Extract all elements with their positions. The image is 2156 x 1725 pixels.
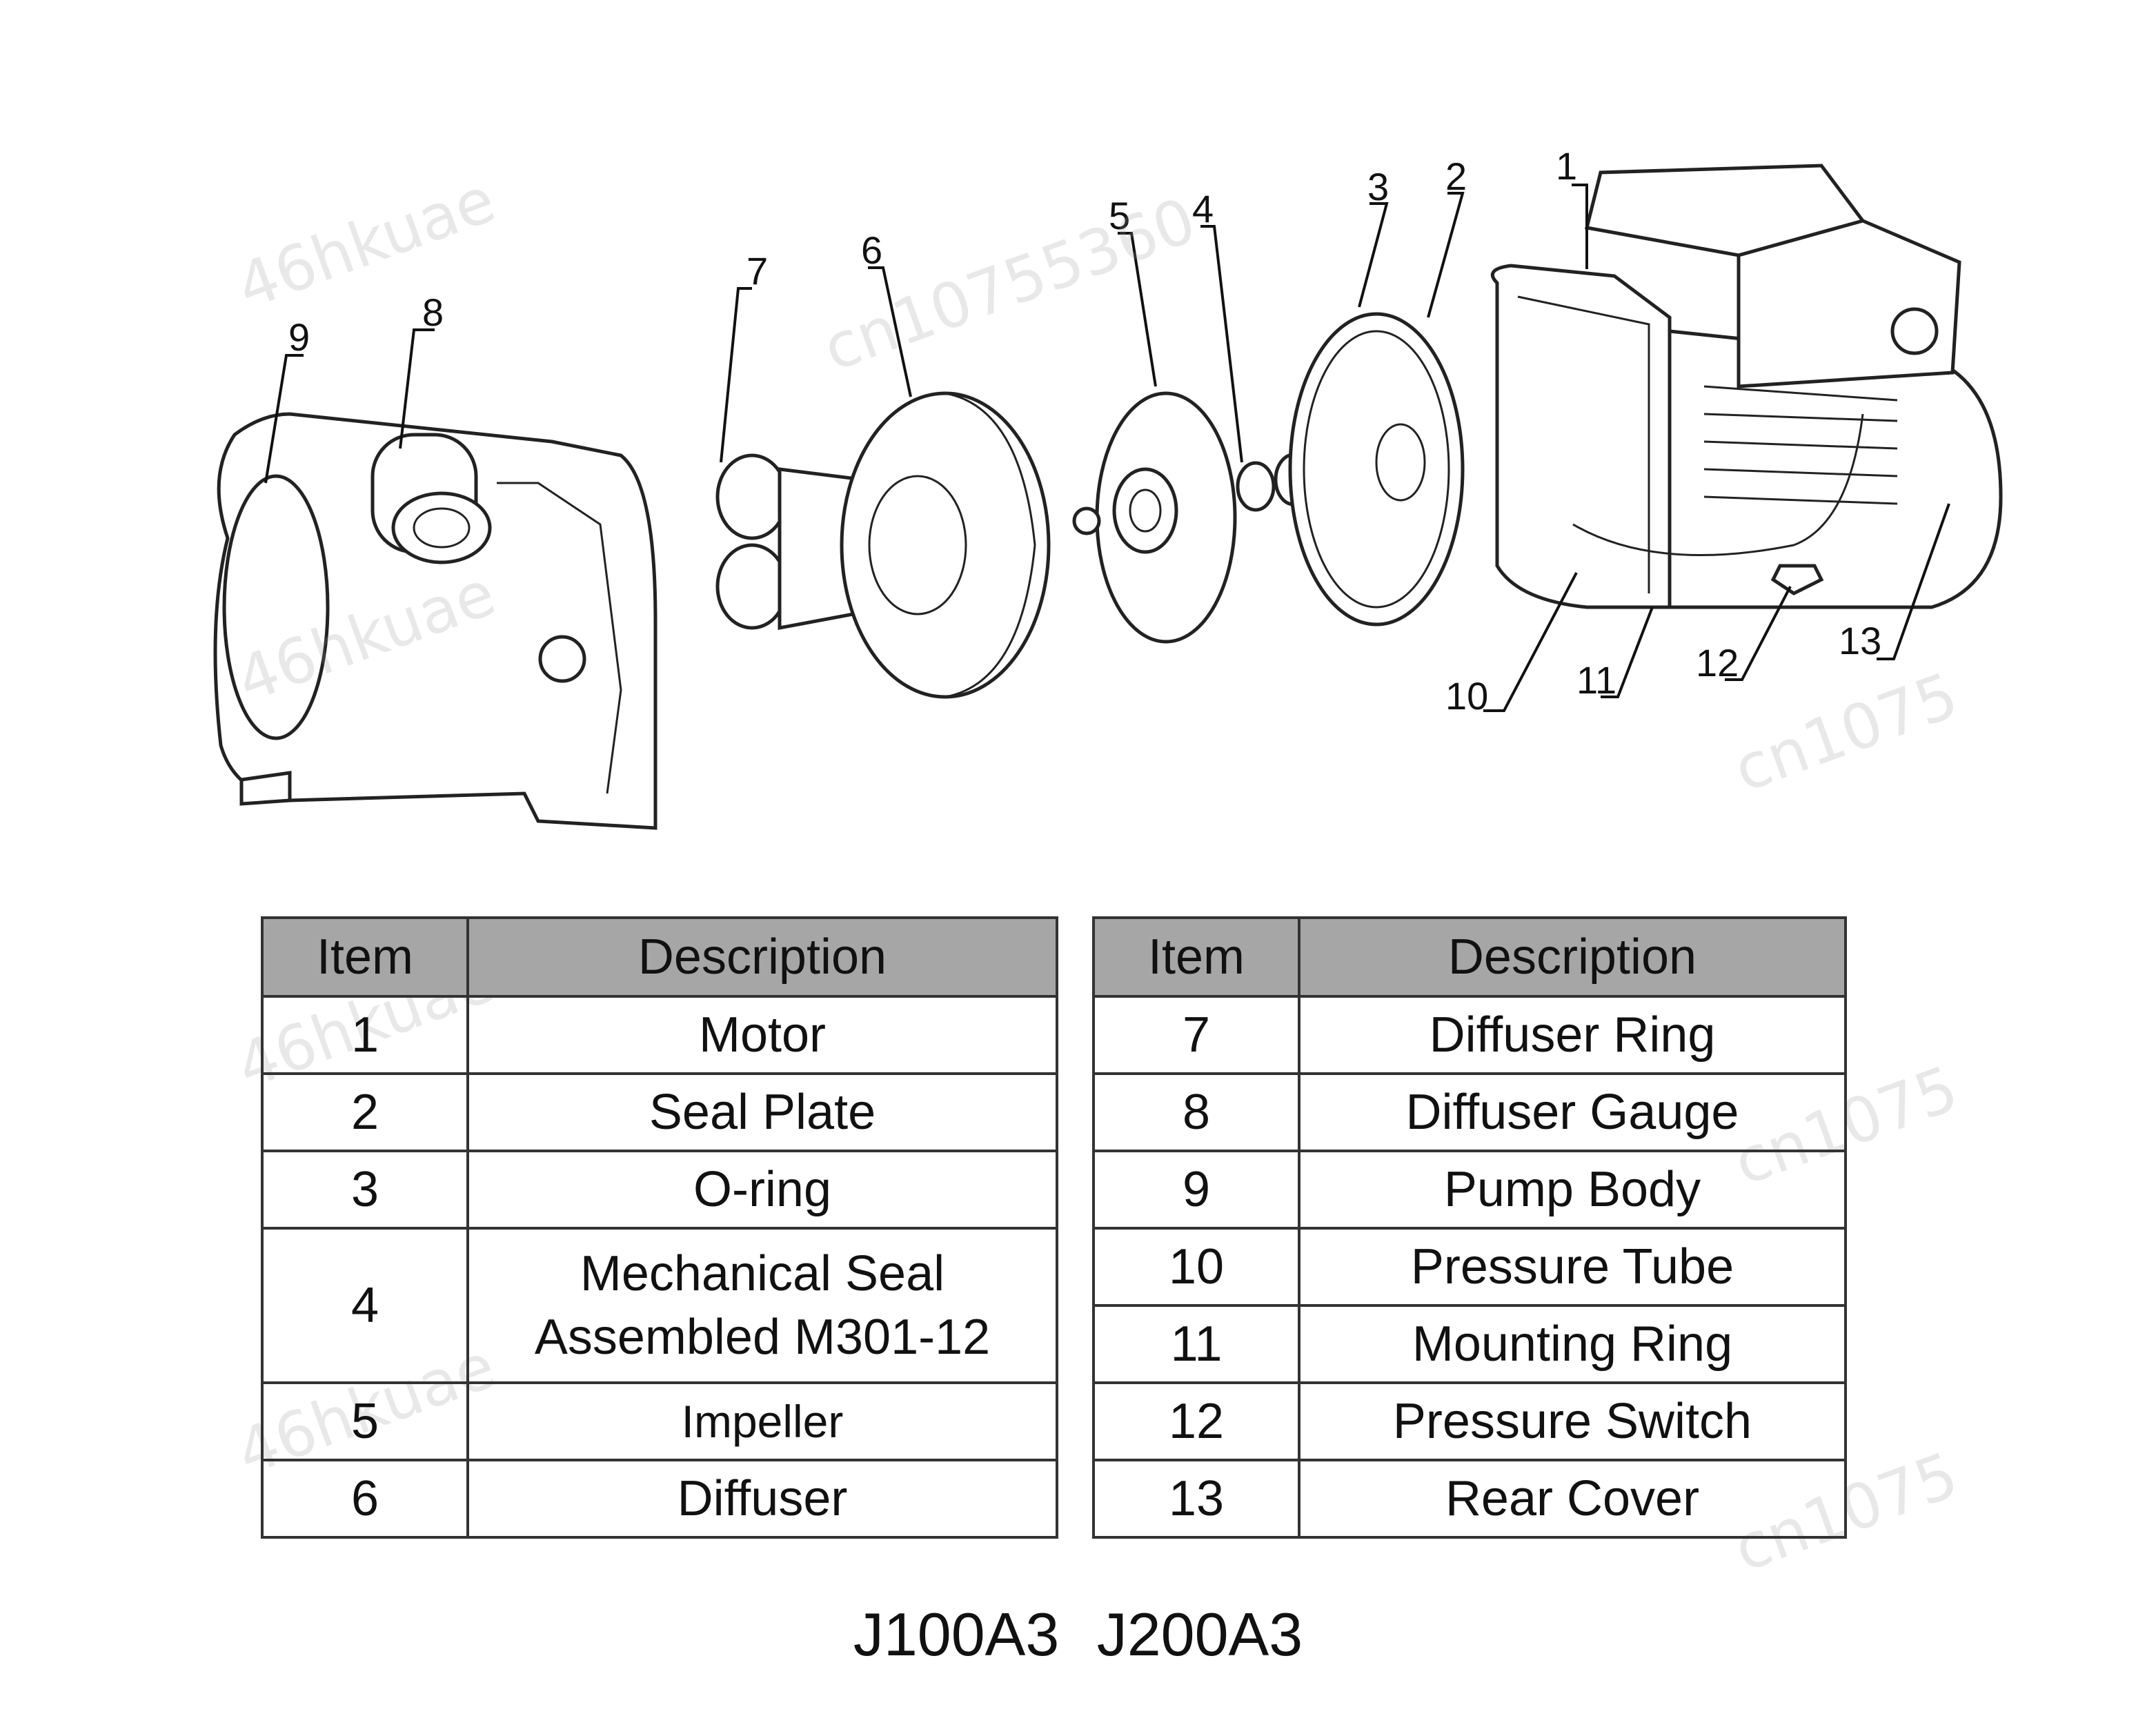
column-header-item: Item [1092,916,1300,998]
item-description: Rear Cover [1298,1459,1847,1539]
table-row: 7 Diffuser Ring [1092,995,1847,1075]
model-label: J100A3 J200A3 [853,1600,1303,1668]
item-number: 4 [261,1227,469,1384]
item-description: Pressure Switch [1298,1381,1847,1461]
table-row: 10 Pressure Tube [1092,1227,1847,1307]
item-number: 7 [1092,995,1300,1075]
item-description: Diffuser Gauge [1298,1072,1847,1152]
part-diffuser [715,391,1051,699]
part-pump-body [213,412,657,830]
table-row: 1 Motor [261,995,1058,1075]
item-number: 3 [261,1150,469,1230]
table-header-row: Item Description [1092,916,1847,998]
leader-lines [264,184,1950,712]
item-number: 11 [1092,1304,1300,1384]
table-row: 12 Pressure Switch [1092,1381,1847,1461]
item-description-line: Assembled M301-12 [534,1310,991,1365]
item-description: Pressure Tube [1298,1227,1847,1307]
callout-6: 6 [861,228,882,272]
item-number: 1 [261,995,469,1075]
item-number: 8 [1092,1072,1300,1152]
table-row: 4 Mechanical Seal Assembled M301-12 [261,1227,1058,1384]
callout-11: 11 [1576,658,1616,702]
part-impeller [1072,391,1276,644]
callout-7: 7 [746,249,768,293]
part-seal-plate [1274,312,1465,627]
callout-1: 1 [1556,144,1577,188]
exploded-view-drawing: 1 2 3 4 5 6 7 8 9 10 11 12 13 [213,144,2003,830]
item-number: 9 [1092,1150,1300,1230]
table-row: 11 Mounting Ring [1092,1304,1847,1384]
callout-13: 13 [1839,619,1881,662]
part-motor [1490,164,2003,609]
table-row: 5 Impeller [261,1381,1058,1461]
callout-10: 10 [1445,674,1488,718]
callout-2: 2 [1445,155,1467,198]
column-header-description: Description [1298,916,1847,998]
table-row: 2 Seal Plate [261,1072,1058,1152]
item-number: 5 [261,1381,469,1461]
item-number: 10 [1092,1227,1300,1307]
item-description: O-ring [466,1150,1058,1230]
callout-5: 5 [1109,194,1130,237]
item-number: 13 [1092,1459,1300,1539]
item-description: Diffuser [466,1459,1058,1539]
column-header-description: Description [466,916,1058,998]
callout-12: 12 [1696,641,1739,684]
callout-9: 9 [288,315,310,359]
item-number: 6 [261,1459,469,1539]
item-description: Seal Plate [466,1072,1058,1152]
callout-4: 4 [1192,187,1214,230]
callout-3: 3 [1367,165,1389,208]
item-number: 12 [1092,1381,1300,1461]
item-description: Pump Body [1298,1150,1847,1230]
table-row: 6 Diffuser [261,1459,1058,1539]
callout-8: 8 [422,290,444,334]
table-row: 13 Rear Cover [1092,1459,1847,1539]
callout-numbers: 1 2 3 4 5 6 7 8 9 10 11 12 13 [288,144,1881,718]
parts-table-right: Item Description 7 Diffuser Ring 8 Diffu… [1092,916,1847,1539]
item-number: 2 [261,1072,469,1152]
item-description: Impeller [466,1381,1058,1461]
table-header-row: Item Description [261,916,1058,998]
parts-table-left: Item Description 1 Motor 2 Seal Plate 3 … [261,916,1058,1539]
item-description: Motor [466,995,1058,1075]
table-row: 8 Diffuser Gauge [1092,1072,1847,1152]
column-header-item: Item [261,916,469,998]
item-description: Diffuser Ring [1298,995,1847,1075]
table-row: 3 O-ring [261,1150,1058,1230]
item-description: Mechanical Seal Assembled M301-12 [466,1227,1058,1384]
item-description-line: Mechanical Seal [580,1246,945,1301]
item-description: Mounting Ring [1298,1304,1847,1384]
table-row: 9 Pump Body [1092,1150,1847,1230]
